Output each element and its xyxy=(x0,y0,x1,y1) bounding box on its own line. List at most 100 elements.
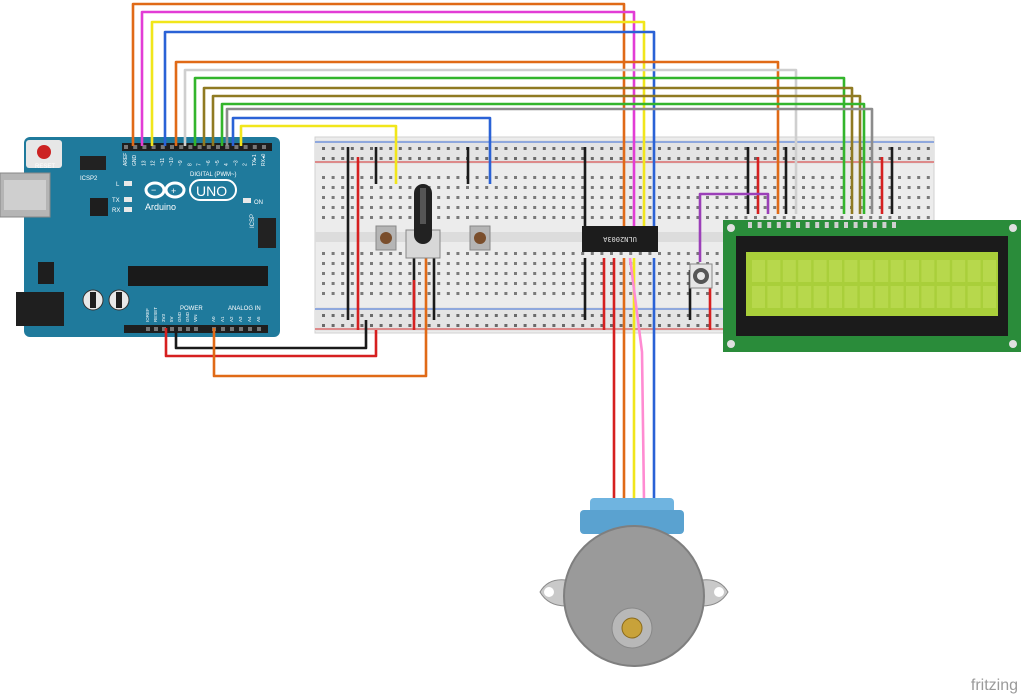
lcd-character-grid xyxy=(752,260,996,308)
reset-button-icon[interactable] xyxy=(37,145,51,159)
breadboard-hole xyxy=(322,262,325,265)
breadboard-hole xyxy=(322,206,325,209)
breadboard-hole xyxy=(494,324,498,327)
breadboard-hole xyxy=(648,157,652,160)
lcd-char-cell xyxy=(936,260,950,282)
breadboard-hole xyxy=(350,282,354,285)
breadboard-hole xyxy=(456,147,460,150)
breadboard-hole xyxy=(600,324,604,327)
trimmer-potentiometer-icon[interactable] xyxy=(689,263,713,289)
breadboard-hole xyxy=(418,324,421,327)
header-pin xyxy=(230,327,234,331)
breadboard-hole xyxy=(581,206,585,209)
breadboard-hole xyxy=(581,196,585,199)
breadboard-hole xyxy=(888,186,892,189)
breadboard-hole xyxy=(456,206,460,209)
board-model: UNO xyxy=(196,183,227,199)
breadboard-hole xyxy=(504,157,508,160)
breadboard-hole xyxy=(427,262,431,265)
breadboard-hole xyxy=(331,196,335,199)
breadboard-hole xyxy=(360,216,364,219)
breadboard-hole xyxy=(706,216,709,219)
breadboard-hole xyxy=(494,176,498,179)
breadboard-hole xyxy=(926,147,930,150)
breadboard-hole xyxy=(562,147,565,150)
breadboard-hole xyxy=(331,206,335,209)
breadboard-hole xyxy=(830,157,834,160)
breadboard-hole xyxy=(590,262,594,265)
breadboard-hole xyxy=(590,186,594,189)
digital-pin-label: 2 xyxy=(243,163,249,166)
breadboard-hole xyxy=(590,292,594,295)
breadboard-hole xyxy=(667,206,671,209)
breadboard-hole xyxy=(504,186,508,189)
breadboard-hole xyxy=(667,252,671,255)
breadboard-hole xyxy=(475,324,479,327)
breadboard-hole xyxy=(667,282,671,285)
breadboard-hole xyxy=(446,282,450,285)
lcd-pin xyxy=(824,222,829,228)
power-analog-header-pins xyxy=(146,327,261,331)
breadboard-hole xyxy=(562,196,565,199)
breadboard-hole xyxy=(494,147,498,150)
breadboard-hole xyxy=(398,262,402,265)
uln2003a-driver-chip: ULN2003A xyxy=(582,226,658,252)
breadboard-hole xyxy=(878,147,882,150)
breadboard-hole xyxy=(322,252,325,255)
analog-pin-label: A1 xyxy=(220,316,225,322)
breadboard-hole xyxy=(418,314,421,317)
breadboard-hole xyxy=(322,147,325,150)
breadboard-hole xyxy=(600,157,604,160)
breadboard-hole xyxy=(600,282,604,285)
breadboard-hole xyxy=(734,216,738,219)
header-pin xyxy=(239,327,243,331)
breadboard-hole xyxy=(504,252,508,255)
breadboard-hole xyxy=(475,216,479,219)
lcd-char-cell xyxy=(782,286,796,308)
breadboard-hole xyxy=(360,176,364,179)
breadboard-hole xyxy=(859,216,863,219)
breadboard-hole xyxy=(600,216,604,219)
push-button-left[interactable] xyxy=(375,225,397,251)
breadboard-hole xyxy=(552,147,556,150)
breadboard-hole xyxy=(658,206,661,209)
breadboard-hole xyxy=(562,206,565,209)
breadboard-hole xyxy=(715,196,719,199)
lcd-char-cell xyxy=(952,260,966,282)
breadboard-hole xyxy=(648,314,652,317)
lcd-pin xyxy=(863,222,868,228)
breadboard-hole xyxy=(638,292,642,295)
breadboard-hole xyxy=(398,186,402,189)
breadboard-hole xyxy=(562,186,565,189)
breadboard-hole xyxy=(562,324,565,327)
push-button-right[interactable] xyxy=(469,225,491,251)
digital-pin-label: ~10 xyxy=(169,157,175,166)
breadboard-hole xyxy=(619,292,623,295)
breadboard-hole xyxy=(840,196,844,199)
breadboard-hole xyxy=(715,206,719,209)
breadboard-hole xyxy=(581,147,585,150)
breadboard-hole xyxy=(590,282,594,285)
breadboard-hole xyxy=(552,324,556,327)
breadboard-hole xyxy=(696,186,700,189)
breadboard-hole xyxy=(514,157,517,160)
breadboard-hole xyxy=(331,157,335,160)
breadboard-hole xyxy=(821,186,825,189)
breadboard-hole xyxy=(523,206,527,209)
breadboard-hole xyxy=(619,157,623,160)
breadboard-hole xyxy=(581,186,585,189)
breadboard-hole xyxy=(648,272,652,275)
breadboard-hole xyxy=(466,186,469,189)
breadboard-hole xyxy=(360,292,364,295)
breadboard-hole xyxy=(398,176,402,179)
breadboard-hole xyxy=(686,314,690,317)
breadboard-hole xyxy=(514,314,517,317)
breadboard-hole xyxy=(917,176,921,179)
breadboard-hole xyxy=(619,282,623,285)
power-pin-label: VIN xyxy=(193,314,198,322)
potentiometer-icon[interactable] xyxy=(405,184,441,259)
wire-purple-contrast xyxy=(698,192,770,262)
lcd-char-cell xyxy=(813,286,827,308)
breadboard-hole xyxy=(677,196,681,199)
